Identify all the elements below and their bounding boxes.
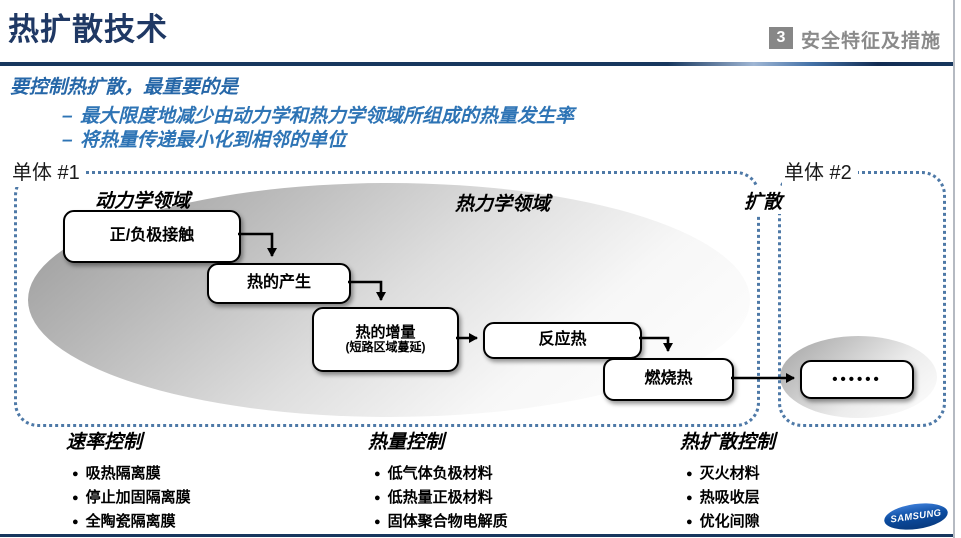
list-item-text: 低气体负极材料 <box>387 465 493 482</box>
list-item-text: 固体聚合物电解质 <box>387 513 508 530</box>
list-item-text: 停止加固隔离膜 <box>85 489 191 506</box>
flow-box-heat-increase-sublabel: (短路区域蔓延) <box>345 340 426 355</box>
list-item: ● 吸热隔离膜 <box>72 462 346 486</box>
cell2-dotted-box <box>778 171 946 427</box>
flow-box-heat-generation: 热的产生 <box>207 263 351 304</box>
list-item: ● 低气体负极材料 <box>374 462 648 486</box>
header-divider <box>0 62 954 66</box>
section-title: 安全特征及措施 <box>801 31 942 52</box>
control-column-heat: 热量控制 ● 低气体负极材料 ● 低热量正极材料 ● 固体聚合物电解质 <box>368 427 648 534</box>
flow-box-combustion-heat: 燃烧热 <box>603 358 734 401</box>
flow-box-heat-generation-label: 热的产生 <box>246 274 311 292</box>
control-column-heat-title: 热量控制 <box>368 432 445 453</box>
list-item-text: 热吸收层 <box>699 489 760 506</box>
bullet-icon: ● <box>686 468 693 480</box>
list-item-text: 全陶瓷隔离膜 <box>85 513 176 530</box>
bottom-divider <box>0 534 954 537</box>
page-title: 热扩散技术 <box>8 12 168 48</box>
samsung-logo-text: SAMSUNG <box>889 507 943 526</box>
intro-bullet-2-text: 将热量传递最小化到相邻的单位 <box>80 130 347 151</box>
section-number-badge: 3 <box>769 27 793 49</box>
flow-box-reaction-heat-label: 反应热 <box>538 331 587 349</box>
bullet-icon: ● <box>72 492 79 504</box>
list-item: ● 灭火材料 <box>686 462 960 486</box>
dash-bullet-icon: – <box>62 106 73 127</box>
control-column-diffusion: 热扩散控制 ● 灭火材料 ● 热吸收层 ● 优化间隙 <box>680 427 960 534</box>
intro-bullet-1: –最大限度地减少由动力学和热力学领域所组成的热量发生率 <box>62 101 574 128</box>
intro-bullet-1-text: 最大限度地减少由动力学和热力学领域所组成的热量发生率 <box>80 106 575 127</box>
bullet-icon: ● <box>374 468 381 480</box>
list-item: ● 低热量正极材料 <box>374 486 648 510</box>
bullet-icon: ● <box>72 516 79 528</box>
domain-label-kinetic: 动力学领域 <box>95 191 191 212</box>
bullet-icon: ● <box>374 516 381 528</box>
intro-lead: 要控制热扩散，最重要的是 <box>10 77 239 98</box>
list-item-text: 优化间隙 <box>699 513 760 530</box>
domain-label-diffusion: 扩散 <box>741 187 786 214</box>
list-item: ● 全陶瓷隔离膜 <box>72 510 346 534</box>
domain-label-thermo: 热力学领域 <box>455 194 551 215</box>
list-item: ● 热吸收层 <box>686 486 960 510</box>
list-item-text: 吸热隔离膜 <box>85 465 161 482</box>
bullet-icon: ● <box>72 468 79 480</box>
cell2-label: 单体 #2 <box>782 156 858 187</box>
list-item: ● 固体聚合物电解质 <box>374 510 648 534</box>
bullet-icon: ● <box>686 516 693 528</box>
control-column-rate: 速率控制 ● 吸热隔离膜 ● 停止加固隔离膜 ● 全陶瓷隔离膜 <box>66 427 346 534</box>
list-item-text: 低热量正极材料 <box>387 489 493 506</box>
cell1-label: 单体 #1 <box>10 156 86 187</box>
flow-box-reaction-heat: 反应热 <box>483 322 642 359</box>
list-item-text: 灭火材料 <box>699 465 760 482</box>
flow-box-heat-increase: 热的增量(短路区域蔓延) <box>312 307 459 372</box>
bullet-icon: ● <box>686 492 693 504</box>
control-column-diffusion-title: 热扩散控制 <box>680 432 776 453</box>
list-item: ● 优化间隙 <box>686 510 960 534</box>
dash-bullet-icon: – <box>62 130 73 151</box>
bullet-icon: ● <box>374 492 381 504</box>
flow-box-heat-increase-label: 热的增量 <box>355 323 416 341</box>
flow-box-next-cell: •••••• <box>800 360 914 399</box>
slide-right-border <box>953 0 955 538</box>
cell1-dotted-box <box>14 171 760 427</box>
list-item: ● 停止加固隔离膜 <box>72 486 346 510</box>
control-column-rate-title: 速率控制 <box>66 432 143 453</box>
flow-box-next-cell-label: •••••• <box>832 370 882 388</box>
flow-box-electrode-contact: 正/负极接触 <box>63 210 241 263</box>
intro-bullet-2: –将热量传递最小化到相邻的单位 <box>62 125 346 152</box>
flow-box-electrode-contact-label: 正/负极接触 <box>109 227 195 245</box>
flow-box-combustion-heat-label: 燃烧热 <box>644 370 693 388</box>
